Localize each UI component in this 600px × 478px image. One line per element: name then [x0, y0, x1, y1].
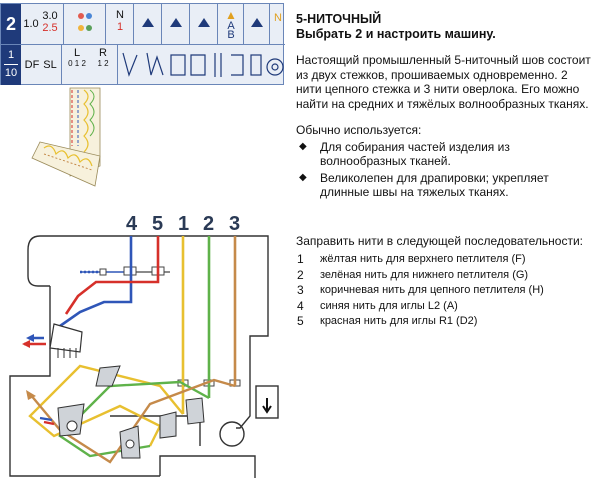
- dial-icon: [266, 58, 284, 76]
- right-needle-label: R: [99, 47, 107, 59]
- left-needle-setting: L 0 1 2: [63, 45, 91, 85]
- ab-setting: ▲ A B: [221, 4, 241, 44]
- threading-diagram: 4 5 1 2 3: [9, 87, 279, 478]
- stitch-number-badge: 2: [1, 4, 21, 44]
- tension-value-b-bottom: 2.5: [42, 22, 58, 34]
- order-heading: Заправить нити в следующей последователь…: [296, 233, 583, 248]
- needle-setting-bottom: 1: [116, 21, 124, 33]
- blue-thread-line: [59, 236, 133, 328]
- fraction-top: 1: [7, 49, 15, 61]
- thread-number-1: 1: [178, 213, 189, 235]
- thread-dots: [67, 4, 103, 44]
- arrow-down-icon: [262, 398, 272, 414]
- settings-panel: 2 1.0 3.0 2.5 N 1 ▲ A: [0, 3, 285, 85]
- tension-value-b: 3.0 2.5: [41, 4, 59, 44]
- right-needle-setting: R 1 2: [91, 45, 115, 85]
- ab-setting-label: A: [227, 20, 235, 32]
- divider: [243, 4, 244, 44]
- plate-icon: [190, 54, 206, 76]
- df-label: DF: [24, 59, 40, 71]
- instructions-panel: 5-НИТОЧНЫЙ Выбрать 2 и настроить машину.…: [296, 12, 596, 330]
- thread-guide-icon: [214, 53, 222, 77]
- needle-guide-icon: [122, 52, 138, 77]
- sl-label: SL: [43, 59, 57, 71]
- looper-path-icon: [146, 52, 164, 76]
- needle-area: [22, 323, 83, 358]
- divider: [189, 4, 190, 44]
- triangle-up-icon: [137, 4, 159, 44]
- tension-value-b-top: 3.0: [42, 10, 58, 22]
- divider: [61, 45, 62, 85]
- needle-setting: N 1: [109, 4, 131, 44]
- left-needle-positions: 0 1 2: [68, 59, 86, 68]
- red-dot-icon: [78, 13, 84, 19]
- right-needle-positions: 1 2: [97, 59, 109, 68]
- thread-number-5: 5: [152, 213, 163, 235]
- fraction-bottom: 10: [4, 67, 18, 79]
- switch-icon: [250, 54, 262, 76]
- triangle-up-icon: [247, 4, 267, 44]
- thread-number-2: 2: [203, 213, 214, 235]
- tension-value-a: 1.0: [23, 18, 39, 30]
- divider: [117, 45, 118, 85]
- divider: [217, 4, 218, 44]
- triangle-up-icon: [193, 4, 215, 44]
- divider: [161, 4, 162, 44]
- looper-mechanisms: [57, 365, 205, 459]
- usage-list: ◆Для собирания частей изделия из волнооб…: [296, 140, 596, 200]
- presser-foot-icons: [122, 52, 284, 77]
- needle-setting-top: N: [116, 9, 124, 21]
- list-item: ◆Для собирания частей изделия из волнооб…: [299, 139, 510, 169]
- red-thread-line: [64, 236, 160, 315]
- divider: [63, 4, 64, 44]
- stitch-length-fraction: 1 10: [1, 45, 21, 85]
- stitch-sample-illustration: [31, 87, 101, 187]
- usage-heading: Обычно используется:: [296, 123, 422, 137]
- ab-triangle-icon: ▲: [225, 8, 237, 22]
- list-item: ◆Великолепен для драпировки; укрепляет д…: [299, 170, 549, 200]
- divider: [105, 4, 106, 44]
- bullet-icon: ◆: [299, 171, 307, 183]
- blue-dot-icon: [86, 13, 92, 19]
- settings-row-2: 1 10 DF SL L 0 1 2 R 1 2: [1, 44, 285, 85]
- left-needle-label: L: [73, 47, 81, 59]
- divider: [133, 4, 134, 44]
- yellow-dot-icon: [78, 25, 84, 31]
- ab-setting-label-b: B: [227, 29, 235, 41]
- thread-number-4: 4: [126, 213, 138, 235]
- description-text: Настоящий промышленный 5-ниточный шов со…: [296, 53, 591, 111]
- n-setting-right: N: [274, 12, 282, 24]
- cutter-icon: [170, 54, 186, 76]
- page-subtitle: Выбрать 2 и настроить машину.: [296, 26, 496, 41]
- foot-icon: [231, 54, 244, 76]
- green-dot-icon: [86, 25, 92, 31]
- bullet-icon: ◆: [299, 140, 307, 152]
- triangle-up-icon: [165, 4, 187, 44]
- page-title: 5-НИТОЧНЫЙ: [296, 12, 382, 26]
- settings-row-1: 2 1.0 3.0 2.5 N 1 ▲ A: [1, 4, 285, 44]
- divider: [269, 4, 270, 44]
- thread-number-3: 3: [229, 213, 240, 235]
